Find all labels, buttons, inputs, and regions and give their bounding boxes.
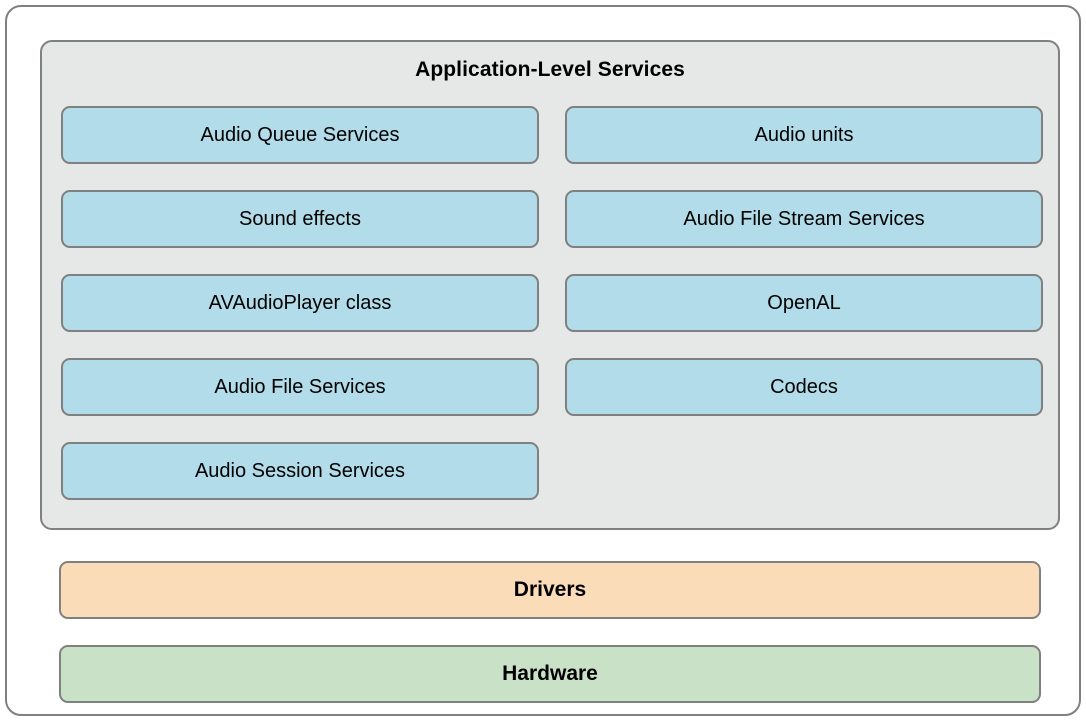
service-box-openal[interactable]: OpenAL — [565, 274, 1043, 332]
layer-bar-hardware[interactable]: Hardware — [59, 645, 1041, 703]
service-box-sound-effects[interactable]: Sound effects — [61, 190, 539, 248]
service-box-audio-session-services[interactable]: Audio Session Services — [61, 442, 539, 500]
service-row: AVAudioPlayer class OpenAL — [61, 274, 1043, 332]
application-level-services-panel: Application-Level Services Audio Queue S… — [40, 40, 1060, 530]
service-row: Audio Queue Services Audio units — [61, 106, 1043, 164]
panel-title: Application-Level Services — [415, 58, 685, 81]
service-box-audio-units[interactable]: Audio units — [565, 106, 1043, 164]
service-row: Audio File Services Codecs — [61, 358, 1043, 416]
service-box-audio-file-stream-services[interactable]: Audio File Stream Services — [565, 190, 1043, 248]
service-row: Audio Session Services — [61, 442, 1043, 500]
service-box-avaudioplayer-class[interactable]: AVAudioPlayer class — [61, 274, 539, 332]
service-row: Sound effects Audio File Stream Services — [61, 190, 1043, 248]
service-box-grid: Audio Queue Services Audio units Sound e… — [61, 106, 1043, 526]
service-box-audio-queue-services[interactable]: Audio Queue Services — [61, 106, 539, 164]
service-box-audio-file-services[interactable]: Audio File Services — [61, 358, 539, 416]
diagram-outer-frame: Application-Level Services Audio Queue S… — [5, 5, 1081, 716]
service-box-codecs[interactable]: Codecs — [565, 358, 1043, 416]
layer-bar-drivers[interactable]: Drivers — [59, 561, 1041, 619]
